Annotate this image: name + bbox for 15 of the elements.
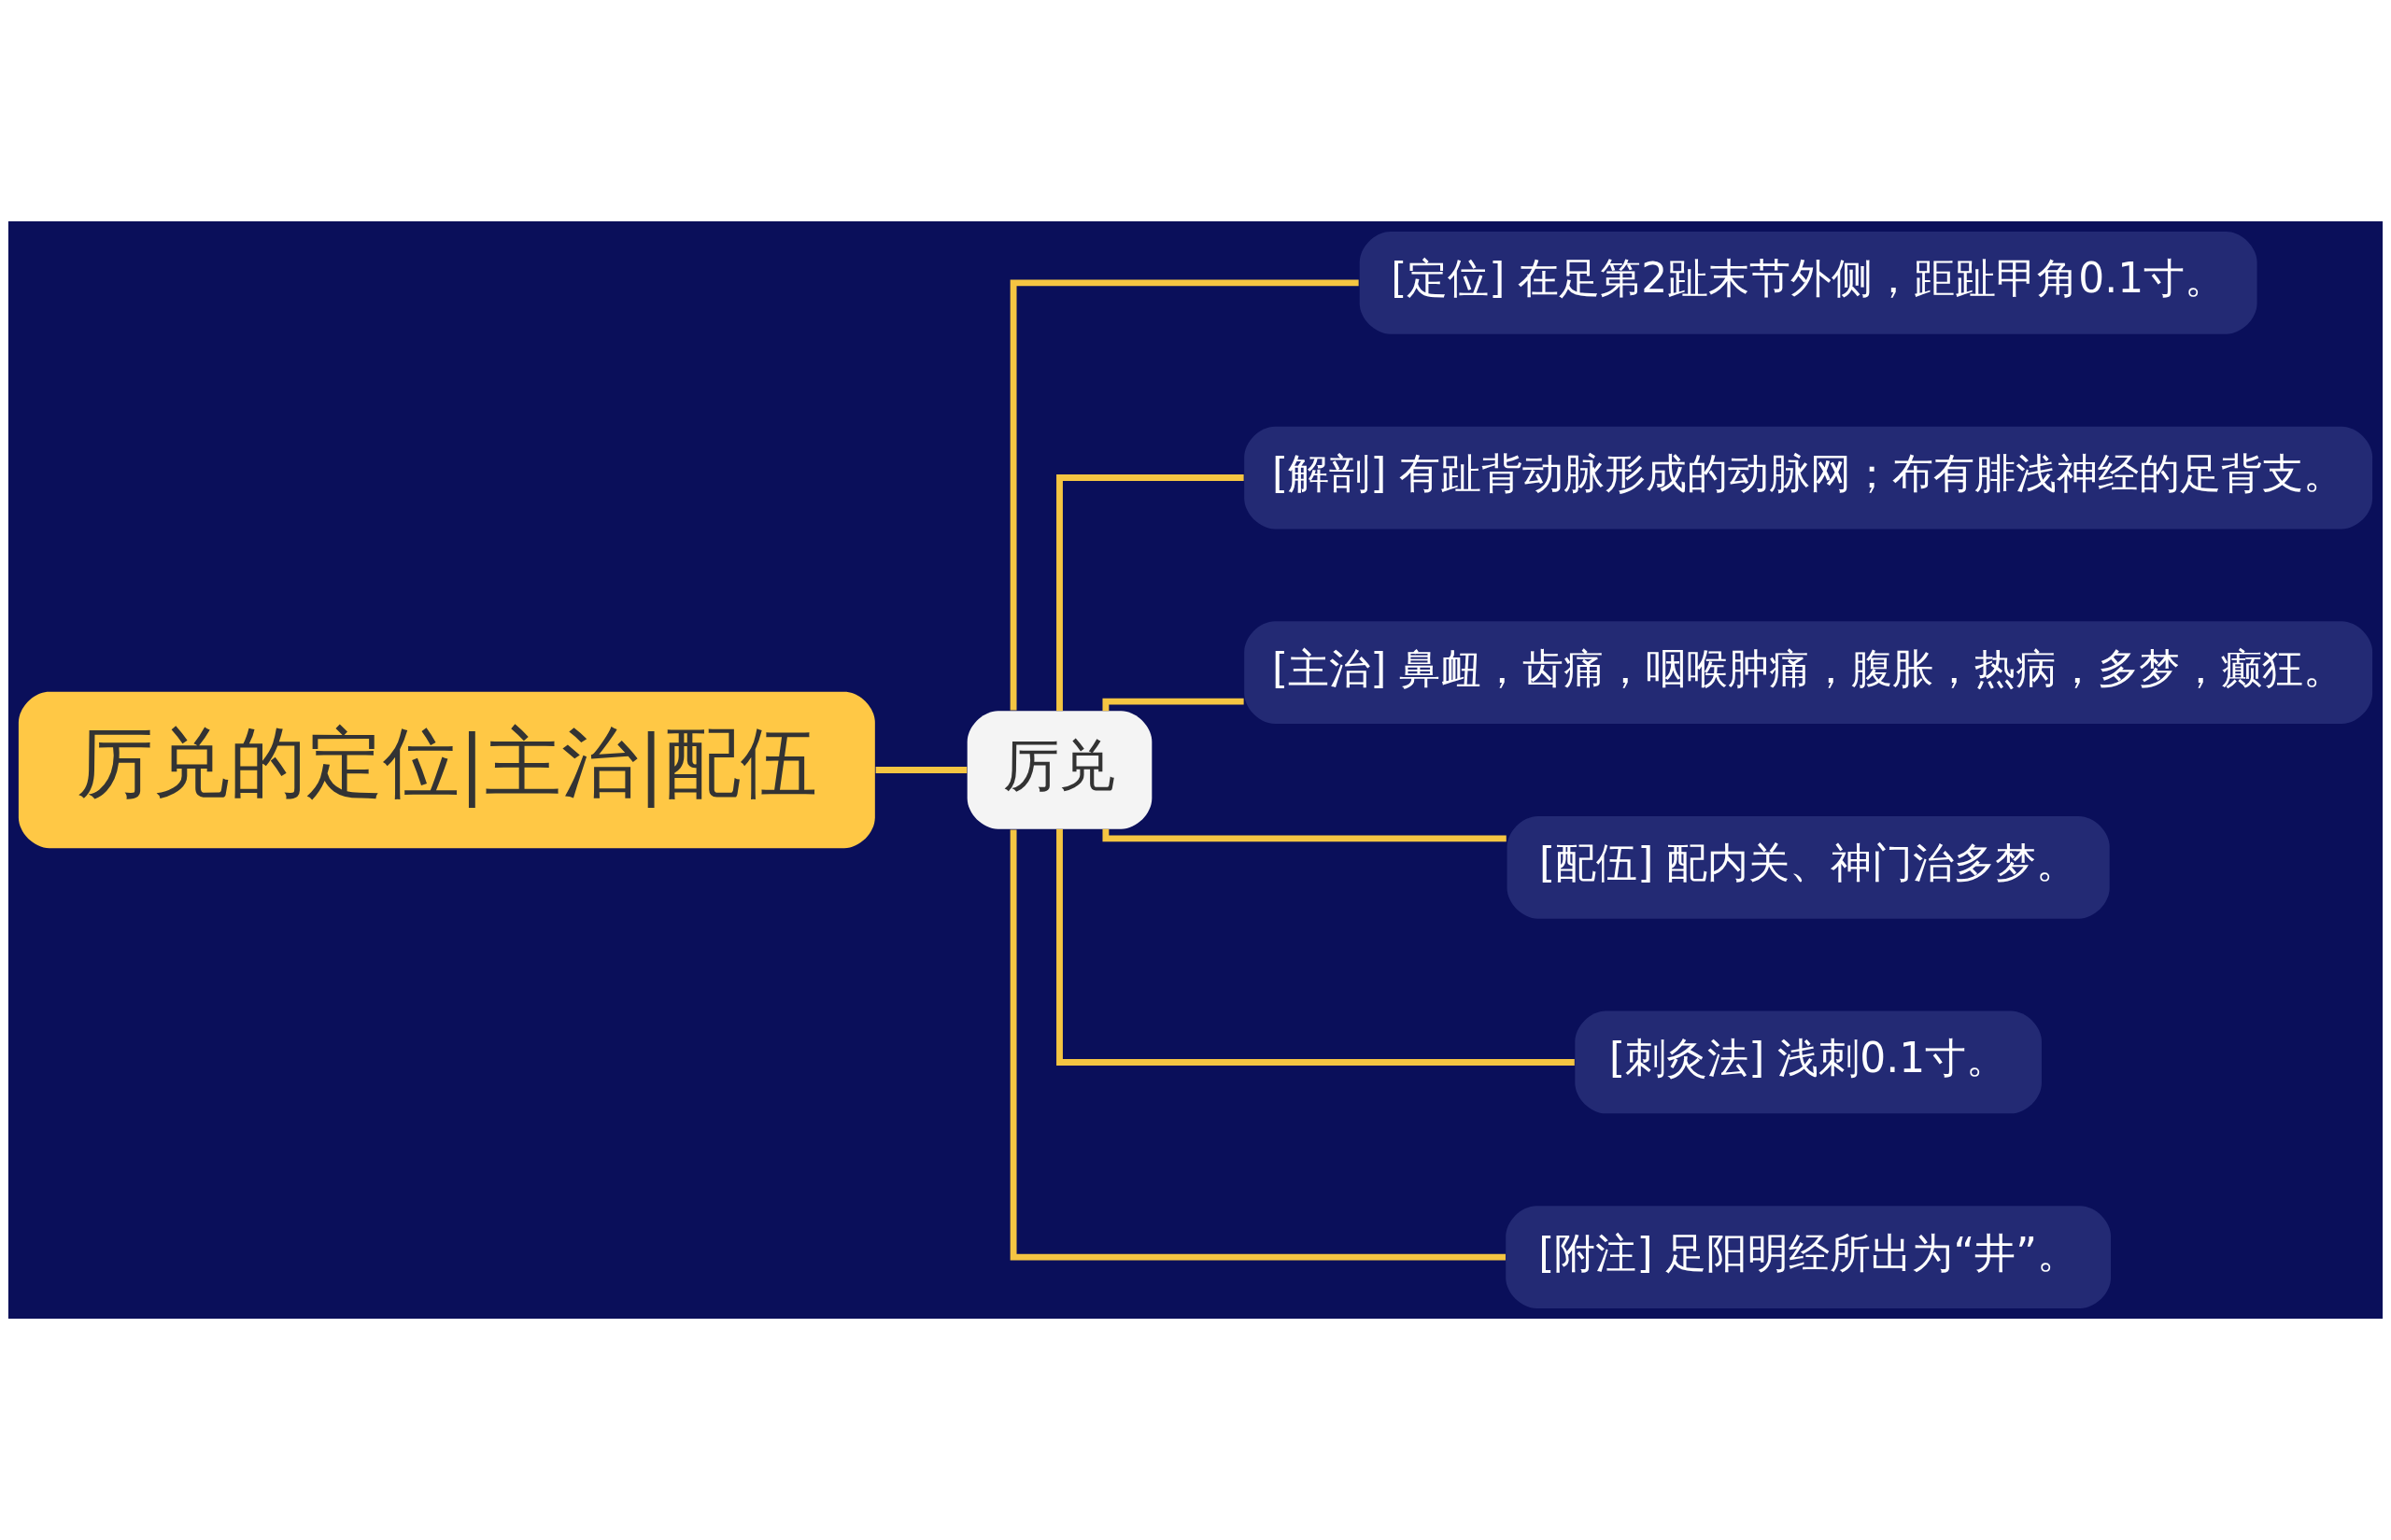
connector bbox=[875, 767, 968, 773]
node-box: [解剖] 有趾背动脉形成的动脉网；布有腓浅神经的足背支。 bbox=[1244, 426, 2373, 530]
connector bbox=[1010, 279, 1359, 711]
connector bbox=[1102, 698, 1244, 712]
connector bbox=[1056, 828, 1575, 1066]
node-box: [主治] 鼻衄，齿痛，咽喉肿痛，腹胀，热病，多梦，癫狂。 bbox=[1244, 621, 2373, 725]
connector bbox=[1056, 474, 1244, 712]
node-box: [附注] 足阳明经所出为“井”。 bbox=[1506, 1206, 2112, 1308]
connector bbox=[1102, 828, 1507, 842]
node-box: [定位] 在足第2趾末节外侧，距趾甲角0.1寸。 bbox=[1359, 232, 2257, 334]
node-box: 厉兑 bbox=[967, 711, 1153, 829]
node-box: [配伍] 配内关、神门治多梦。 bbox=[1507, 815, 2110, 919]
node-box: 厉兑的定位|主治|配伍 bbox=[18, 691, 875, 849]
connector bbox=[1010, 829, 1506, 1261]
node-box: [刺灸法] 浅刺0.1寸。 bbox=[1575, 1010, 2042, 1114]
